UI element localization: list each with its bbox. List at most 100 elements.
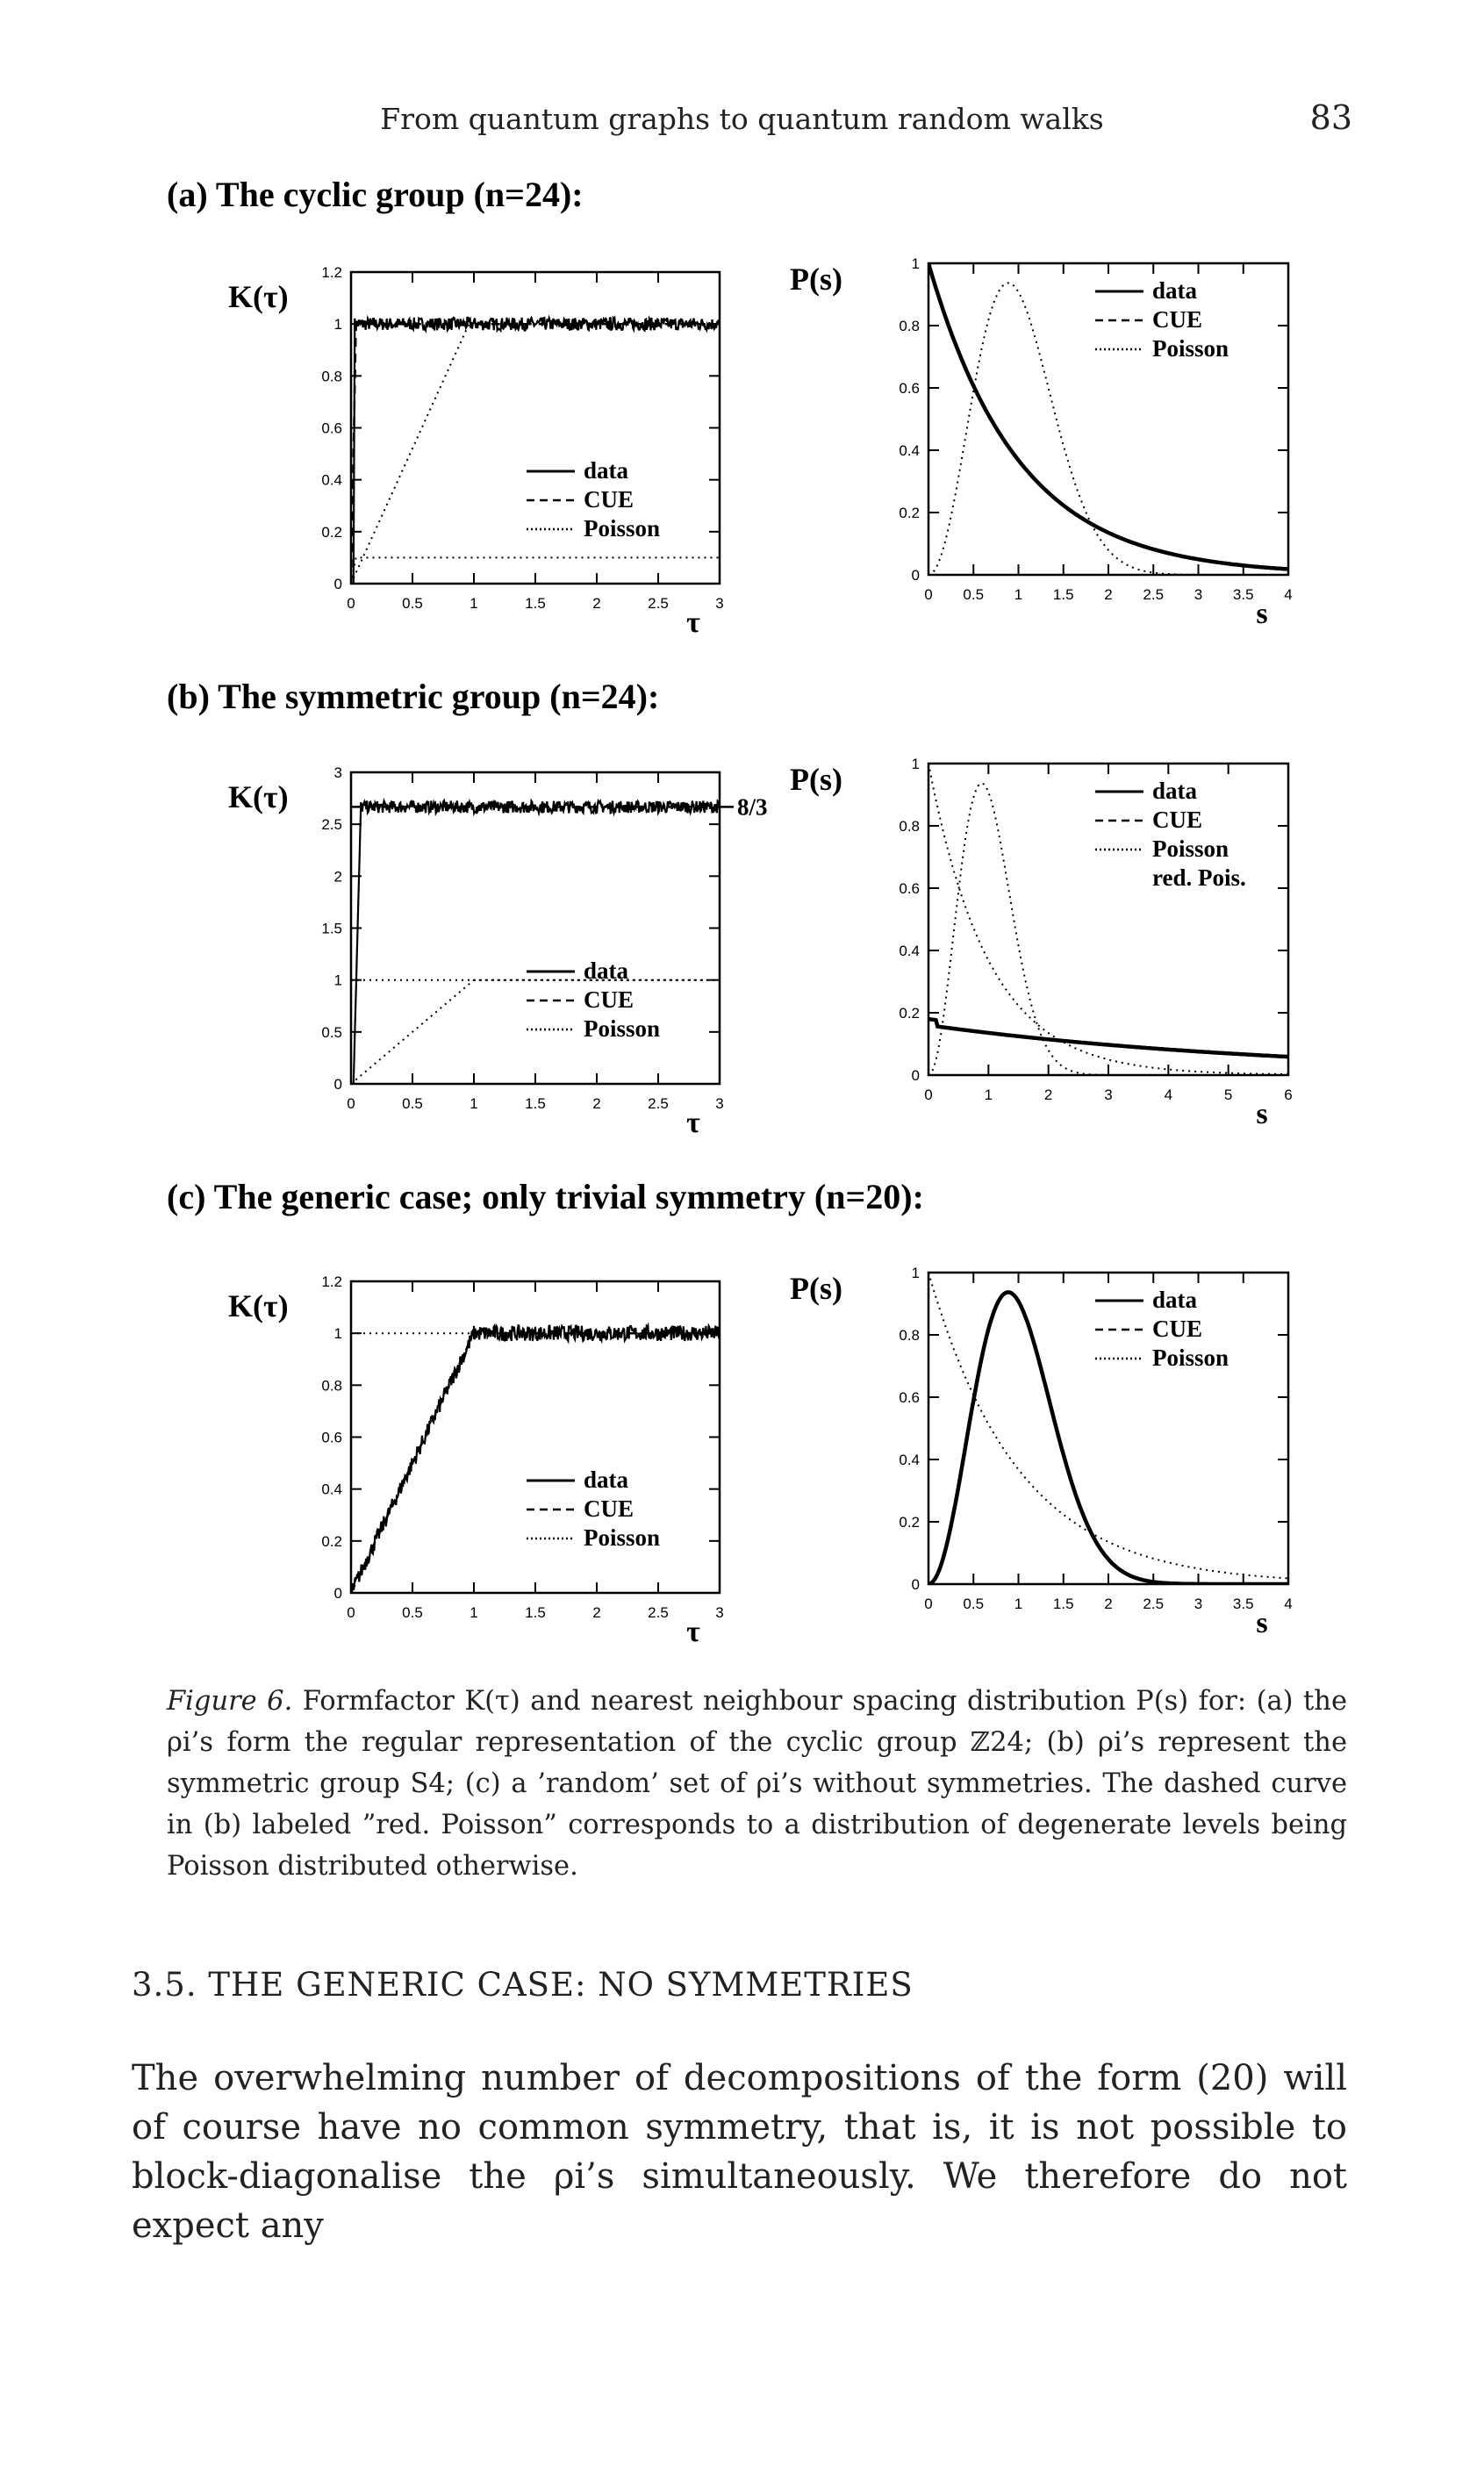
- series-data-line: [928, 1290, 1288, 1584]
- x-tick-label: 2.5: [648, 1604, 669, 1621]
- y-tick-label: 0.6: [899, 380, 920, 397]
- legend-entry: Poisson: [584, 1524, 660, 1551]
- x-axis-label: s: [1256, 1607, 1267, 1639]
- series-data-line: [351, 1322, 720, 1593]
- y-tick-label: 2: [334, 868, 342, 885]
- y-tick-label: 0.2: [899, 1005, 920, 1022]
- x-tick-label: 2: [1044, 1086, 1052, 1103]
- y-tick-label: 0.2: [899, 505, 920, 521]
- x-tick-label: 1.5: [1053, 586, 1074, 603]
- legend-entry: Poisson: [584, 1015, 660, 1042]
- y-tick-label: 0: [912, 1067, 920, 1084]
- series-data-line: [351, 797, 720, 1084]
- series-poisson-line: [928, 782, 1288, 1075]
- plot-frame: [927, 262, 1290, 577]
- x-tick-label: 1: [470, 595, 477, 612]
- legend-entry: data: [1152, 277, 1198, 304]
- x-tick-label: 2: [1104, 586, 1112, 603]
- caption-text: Formfactor K(τ) and nearest neighbour sp…: [167, 1686, 1347, 1882]
- x-tick-label: 1: [470, 1095, 477, 1112]
- x-tick-label: 1.5: [525, 1095, 546, 1112]
- y-tick-label: 0.8: [321, 368, 342, 384]
- y-axis-label: P(s): [790, 1271, 842, 1306]
- series-poisson-line: [928, 1273, 1288, 1580]
- legend-entry: data: [584, 457, 629, 484]
- legend-entry: red. Pois.: [1152, 864, 1246, 891]
- series-group: [928, 263, 1288, 575]
- y-tick-label: 0.8: [899, 818, 920, 835]
- x-tick-label: 2: [1104, 1596, 1112, 1612]
- y-tick-label: 0.4: [899, 943, 920, 959]
- x-tick-label: 0: [347, 595, 355, 612]
- legend-entry: data: [1152, 778, 1198, 804]
- x-tick-label: 3: [1104, 1086, 1112, 1103]
- legend-entry: CUE: [1152, 807, 1202, 833]
- y-tick-label: 2.5: [321, 816, 342, 833]
- series-group: [928, 764, 1288, 1075]
- y-tick-label: 1.2: [321, 264, 342, 281]
- legend-entry: CUE: [1152, 306, 1202, 333]
- series-group: [928, 1273, 1288, 1584]
- x-tick-label: 6: [1284, 1086, 1292, 1103]
- x-axis-label: τ: [686, 606, 700, 639]
- x-tick-label: 3.5: [1233, 1596, 1254, 1612]
- y-tick-label: 0: [912, 1576, 920, 1593]
- legend-entry: Poisson: [1152, 335, 1229, 362]
- section-title-b: (b) The symmetric group (n=24):: [167, 677, 660, 716]
- legend-entry: Poisson: [1152, 835, 1229, 862]
- body-paragraph: The overwhelming number of decomposition…: [132, 2058, 1347, 2246]
- x-tick-label: 2: [592, 1095, 600, 1112]
- x-tick-label: 3: [1194, 1596, 1202, 1612]
- series-group: [351, 1322, 720, 1593]
- x-tick-label: 1: [470, 1604, 477, 1621]
- y-tick-label: 1: [334, 316, 342, 333]
- series-data-line: [928, 1016, 1288, 1059]
- x-tick-label: 1.5: [525, 595, 546, 612]
- y-tick-label: 0.6: [899, 880, 920, 897]
- x-tick-label: 0.5: [963, 1596, 984, 1612]
- caption-label: Figure 6.: [167, 1686, 293, 1717]
- series-cue-line: [351, 322, 720, 584]
- x-tick-label: 1: [985, 1086, 993, 1103]
- legend-entry: CUE: [584, 1495, 634, 1522]
- series-data-line: [928, 263, 1288, 571]
- y-tick-label: 0.4: [899, 1452, 920, 1468]
- y-tick-label: 0.4: [321, 1481, 342, 1498]
- y-tick-label: 0.6: [321, 420, 342, 437]
- series-group: [351, 797, 720, 1084]
- y-tick-label: 0: [334, 576, 342, 592]
- y-tick-label: 1.2: [321, 1273, 342, 1290]
- y-tick-label: 0.2: [321, 524, 342, 541]
- x-tick-label: 3: [715, 1604, 723, 1621]
- x-tick-label: 1: [1014, 586, 1022, 603]
- x-tick-label: 1.5: [1053, 1596, 1074, 1612]
- y-tick-label: 0.4: [899, 442, 920, 459]
- y-tick-label: 1: [912, 255, 920, 272]
- y-tick-label: 0: [334, 1076, 342, 1093]
- series-poisson-line: [928, 764, 1288, 1075]
- x-tick-label: 0: [924, 586, 932, 603]
- legend-entry: CUE: [1152, 1316, 1202, 1342]
- section-title-a: (a) The cyclic group (n=24):: [167, 175, 584, 214]
- legend-entry: Poisson: [584, 515, 660, 541]
- x-tick-label: 4: [1284, 586, 1292, 603]
- series-redpois-line: [928, 1018, 1288, 1058]
- x-tick-label: 5: [1224, 1086, 1232, 1103]
- x-axis-label: τ: [686, 1107, 700, 1139]
- plot-frame: [927, 762, 1290, 1077]
- x-tick-label: 3: [1194, 586, 1202, 603]
- legend-entry: Poisson: [1152, 1345, 1229, 1371]
- x-tick-label: 4: [1284, 1596, 1292, 1612]
- legend-entry: data: [584, 1467, 629, 1493]
- y-tick-label: 1: [334, 1325, 342, 1342]
- x-tick-label: 0: [924, 1596, 932, 1612]
- x-tick-label: 2.5: [1143, 586, 1164, 603]
- series-data-line: [351, 314, 720, 584]
- section-title-c: (c) The generic case; only trivial symme…: [167, 1177, 924, 1216]
- x-tick-label: 0: [347, 1604, 355, 1621]
- x-tick-label: 4: [1165, 1086, 1172, 1103]
- x-tick-label: 0.5: [963, 586, 984, 603]
- y-tick-label: 0: [334, 1585, 342, 1602]
